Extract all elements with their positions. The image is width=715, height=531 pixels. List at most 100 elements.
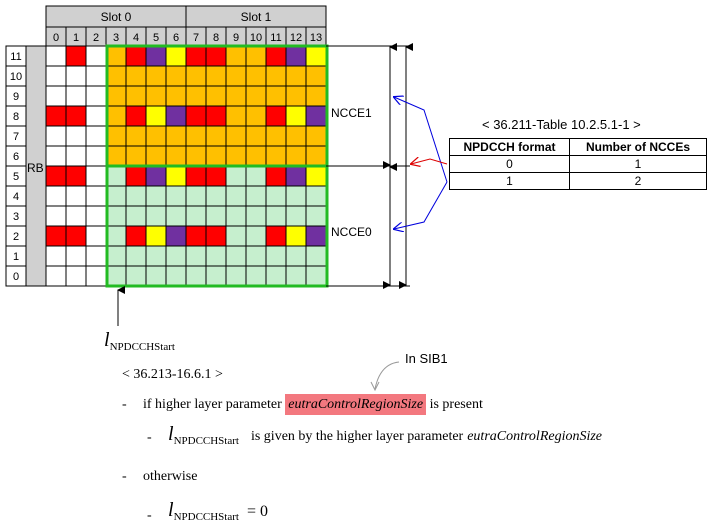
- lstart-symbol: l: [104, 329, 110, 351]
- table-caption: < 36.211-Table 10.2.5.1-1 >: [482, 117, 641, 132]
- symbol-index: 7: [193, 32, 199, 44]
- grid-cell-green: [105, 185, 127, 207]
- grid-cells: [45, 45, 327, 287]
- grid-cell-green: [225, 165, 247, 187]
- grid-cell-green: [225, 185, 247, 207]
- grid-cell-green: [185, 205, 207, 227]
- grid-cell-green: [125, 185, 147, 207]
- grid-cell-green: [305, 245, 327, 267]
- grid-cell-orange: [225, 45, 247, 67]
- red-arrow-to-ncce-boundary: [411, 159, 448, 164]
- grid-cell-green: [285, 205, 307, 227]
- grid-cell-yellow: [305, 45, 327, 67]
- grid-cell-purple: [305, 225, 327, 247]
- grid-cell-orange: [145, 85, 167, 107]
- grid-cell-orange: [265, 65, 287, 87]
- grid-cell-green: [185, 185, 207, 207]
- grid-cell-orange: [245, 65, 267, 87]
- grid-cell-red: [265, 45, 287, 67]
- line4-lstart-symbol: l: [168, 499, 174, 521]
- grid-cell-white: [85, 65, 107, 87]
- grid-cell-green: [225, 205, 247, 227]
- rb-index: 7: [13, 131, 19, 143]
- rb-label: RB: [27, 161, 44, 175]
- grid-cell-orange: [185, 125, 207, 147]
- grid-cell-red: [265, 225, 287, 247]
- grid-cell-red: [205, 45, 227, 67]
- grid-cell-red: [45, 225, 67, 247]
- grid-cell-red: [265, 105, 287, 127]
- rb-index-cell: [5, 265, 27, 287]
- grid-cell-green: [305, 265, 327, 287]
- grid-cell-white: [85, 245, 107, 267]
- grid-cell-white: [85, 185, 107, 207]
- grid-cell-orange: [265, 145, 287, 167]
- grid-cell-green: [125, 205, 147, 227]
- rb-index: 0: [13, 271, 19, 283]
- table-cell: 1: [569, 155, 707, 173]
- ncce1-label: NCCE1: [331, 106, 372, 120]
- grid-cell-orange: [245, 125, 267, 147]
- grid-cell-green: [305, 205, 327, 227]
- grid-cell-orange: [285, 85, 307, 107]
- grid-cell-purple: [285, 45, 307, 67]
- grid-cell-white: [85, 105, 107, 127]
- grid-cell-green: [205, 205, 227, 227]
- grid-cell-yellow: [305, 165, 327, 187]
- grid-cell-red: [125, 45, 147, 67]
- slot0-label: Slot 0: [101, 10, 132, 24]
- bullet-3: -: [122, 469, 127, 484]
- symbol-index: 8: [213, 32, 219, 44]
- grid-cell-white: [65, 205, 87, 227]
- otherwise-text: otherwise: [143, 469, 198, 484]
- grid-cell-purple: [145, 45, 167, 67]
- grid-cell-green: [105, 225, 127, 247]
- symbol-index: 10: [250, 32, 262, 44]
- grid-cell-green: [105, 205, 127, 227]
- table-row: 0 1: [449, 155, 707, 173]
- line2-lstart-symbol: l: [168, 423, 174, 445]
- grid-cell-red: [65, 45, 87, 67]
- grid-cell-orange: [165, 125, 187, 147]
- grid-cell-orange: [185, 85, 207, 107]
- grid-cell-green: [285, 185, 307, 207]
- blue-arrow-to-ncce0: [394, 181, 448, 229]
- grid-cell-white: [85, 165, 107, 187]
- grid-cell-green: [125, 265, 147, 287]
- table-row: 1 2: [449, 172, 707, 190]
- table-cell: 0: [449, 155, 570, 173]
- rb-index: 8: [13, 111, 19, 123]
- grid-cell-yellow: [285, 105, 307, 127]
- grid-cell-green: [285, 245, 307, 267]
- grid-cell-orange: [165, 65, 187, 87]
- grid-cell-orange: [285, 145, 307, 167]
- grid-cell-orange: [285, 65, 307, 87]
- grid-cell-green: [225, 225, 247, 247]
- grid-cell-green: [205, 265, 227, 287]
- grid-cell-orange: [245, 105, 267, 127]
- grid-cell-orange: [125, 65, 147, 87]
- bullet-2: -: [147, 430, 152, 445]
- grid-cell-red: [125, 225, 147, 247]
- grid-cell-orange: [285, 125, 307, 147]
- grid-cell-orange: [105, 45, 127, 67]
- grid-cell-red: [45, 165, 67, 187]
- grid-cell-purple: [285, 165, 307, 187]
- grid-cell-orange: [185, 65, 207, 87]
- grid-cell-orange: [305, 145, 327, 167]
- grid-cell-green: [205, 185, 227, 207]
- grid-cell-green: [245, 185, 267, 207]
- grid-cell-white: [65, 185, 87, 207]
- symbol-index: 4: [133, 32, 139, 44]
- grid-cell-white: [85, 205, 107, 227]
- ncce0-frame: [105, 164, 329, 288]
- header-npdcch-format: NPDCCH format: [449, 138, 570, 156]
- grid-cell-orange: [245, 145, 267, 167]
- grid-cell-orange: [225, 105, 247, 127]
- grid-cell-green: [125, 245, 147, 267]
- spec-line-2: lNPDCCHStart is given by the higher laye…: [168, 423, 602, 447]
- rb-index: 3: [13, 211, 19, 223]
- rb-index: 10: [10, 71, 22, 83]
